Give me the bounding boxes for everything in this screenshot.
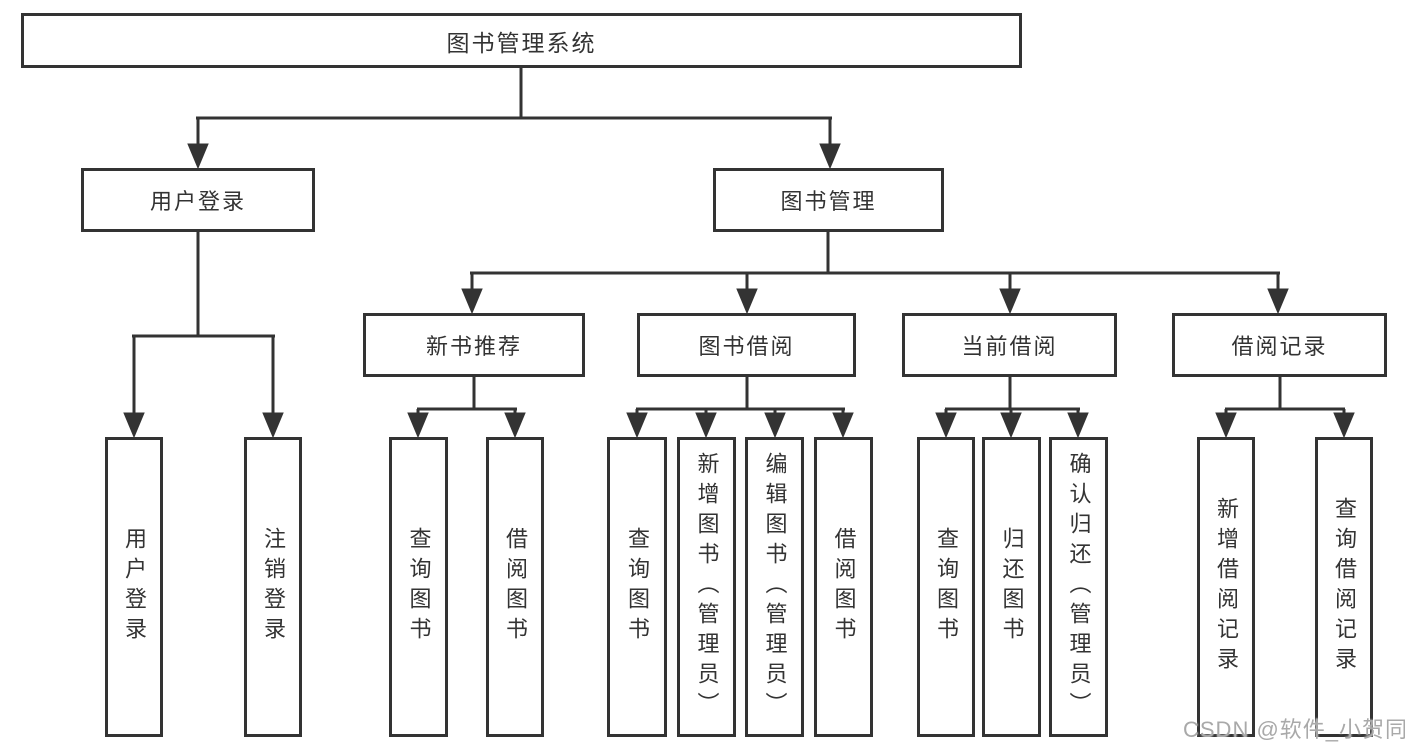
- leaf-return-books: 归还图书: [982, 437, 1041, 737]
- leaf-label: 编辑图书（管理员）: [762, 452, 788, 722]
- node-book-management: 图书管理: [713, 168, 944, 232]
- leaf-label: 新增借阅记录: [1214, 497, 1239, 677]
- leaf-label: 查询图书: [625, 527, 650, 647]
- node-book-borrowing: 图书借阅: [637, 313, 856, 377]
- leaf-confirm-return-admin: 确认归还（管理员）: [1049, 437, 1108, 737]
- leaf-label: 确认归还（管理员）: [1066, 452, 1092, 722]
- leaf-borrow-books-recommend: 借阅图书: [486, 437, 544, 737]
- leaf-add-books-admin: 新增图书（管理员）: [677, 437, 736, 737]
- leaf-edit-books-admin: 编辑图书（管理员）: [745, 437, 804, 737]
- leaf-label: 查询图书: [406, 527, 432, 647]
- node-new-book-recommendation: 新书推荐: [363, 313, 585, 377]
- node-label: 借阅记录: [1231, 334, 1328, 359]
- leaf-borrow-books-borrowing: 借阅图书: [814, 437, 873, 737]
- leaf-label: 查询图书: [934, 527, 959, 647]
- node-current-borrowing: 当前借阅: [902, 313, 1117, 377]
- leaf-query-borrow-record: 查询借阅记录: [1315, 437, 1373, 737]
- leaf-add-borrow-record: 新增借阅记录: [1197, 437, 1255, 737]
- leaf-label: 用户登录: [122, 527, 147, 647]
- node-label: 用户登录: [149, 189, 246, 214]
- leaf-user-login: 用户登录: [105, 437, 163, 737]
- leaf-label: 新增图书（管理员）: [694, 452, 720, 722]
- leaf-label: 查询借阅记录: [1332, 497, 1357, 677]
- leaf-query-books-recommend: 查询图书: [389, 437, 448, 737]
- node-borrowing-records: 借阅记录: [1172, 313, 1387, 377]
- leaf-label: 借阅图书: [831, 527, 857, 647]
- leaf-label: 归还图书: [999, 527, 1025, 647]
- leaf-label: 借阅图书: [503, 527, 528, 647]
- leaf-query-books-borrowing: 查询图书: [607, 437, 667, 737]
- leaf-query-books-current: 查询图书: [917, 437, 975, 737]
- leaf-label: 注销登录: [261, 527, 286, 647]
- node-label: 图书管理系统: [446, 29, 597, 56]
- node-library-management-system: 图书管理系统: [21, 13, 1022, 68]
- node-label: 新书推荐: [425, 334, 522, 359]
- csdn-watermark: CSDN @软件_小贺同学: [1183, 717, 1405, 742]
- node-label: 图书借阅: [698, 334, 795, 359]
- node-label: 当前借阅: [961, 334, 1058, 359]
- node-user-login: 用户登录: [81, 168, 315, 232]
- leaf-logout-login: 注销登录: [244, 437, 302, 737]
- node-label: 图书管理: [780, 189, 877, 214]
